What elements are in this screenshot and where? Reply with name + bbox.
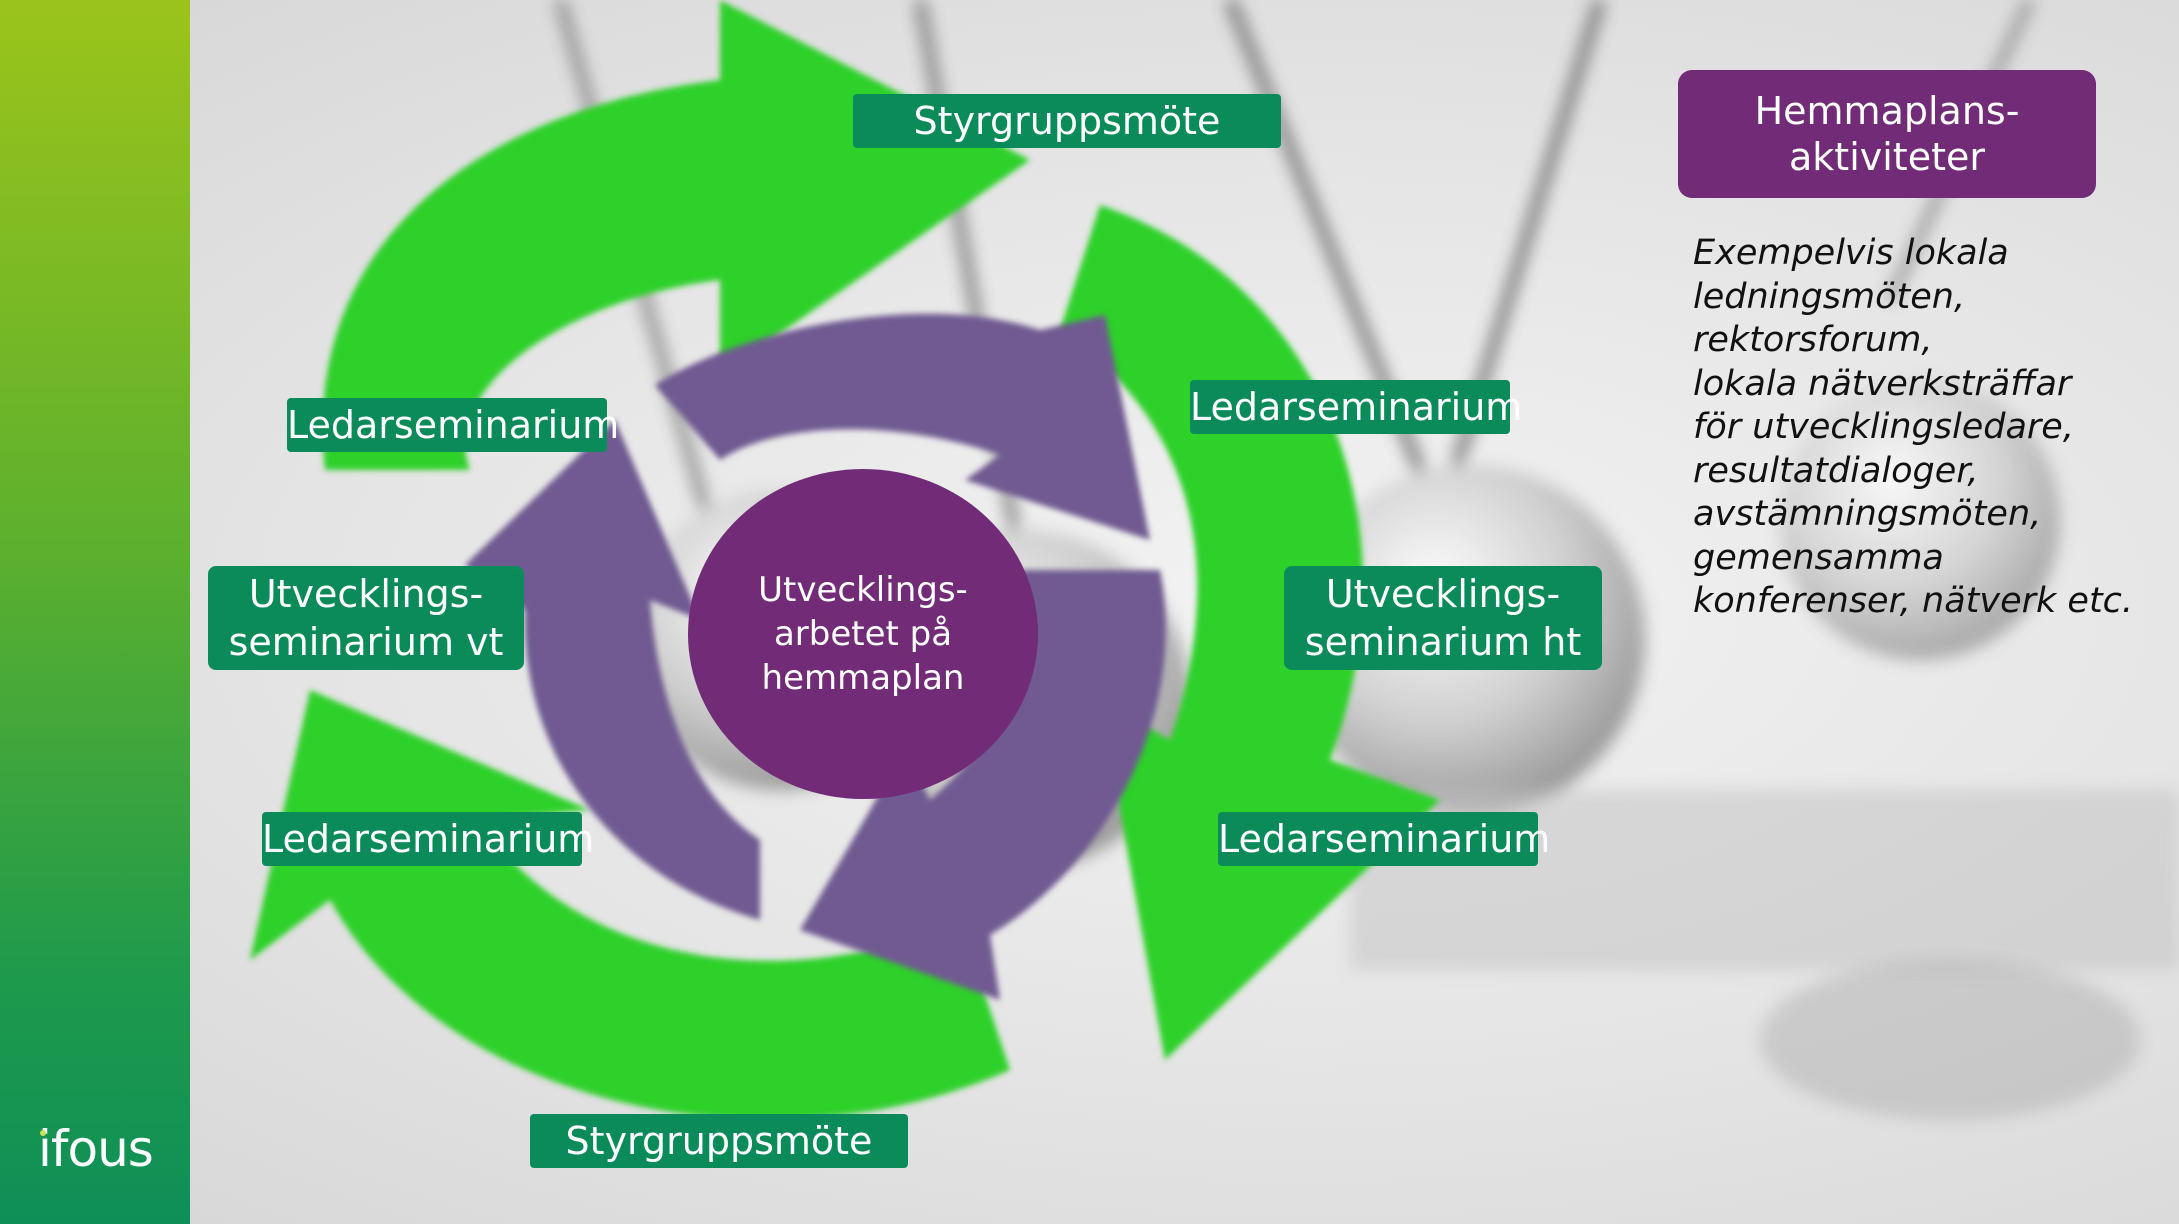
label-ledarseminarium-top-left: Ledarseminarium — [287, 398, 619, 452]
label-styrgruppsmote-bottom: Styrgruppsmöte — [530, 1114, 908, 1168]
ifous-logo: ifous — [38, 1120, 154, 1178]
example-line: konferenser, nätverk etc. — [1693, 581, 2134, 621]
purple-cycle-arrows — [465, 313, 1166, 1000]
center-line1: Utvecklings- — [758, 570, 968, 610]
label-ledarseminarium-bottom-right: Ledarseminarium — [1218, 812, 1550, 866]
example-line: ledningsmöten, — [1693, 276, 1966, 317]
example-line: avstämningsmöten, — [1693, 494, 2042, 534]
center-line3: hemmaplan — [761, 658, 965, 698]
purple-arrow-right — [800, 570, 1166, 1000]
purple-arrow-left — [465, 420, 760, 920]
sidebar-gradient — [0, 0, 190, 1224]
purple-arrow-top — [655, 313, 1150, 540]
hem-title-line1: Hemmaplans- — [1754, 89, 2020, 133]
hem-title-line2: aktiviteter — [1789, 135, 1985, 179]
example-line: lokala nätverksträffar — [1693, 363, 2072, 404]
utv-ht-line1: Utvecklings- — [1325, 572, 1561, 616]
label-utvecklingsseminarium-ht: Utvecklings- seminarium ht — [1284, 566, 1602, 670]
example-line: rektorsforum, — [1693, 320, 1933, 360]
logo-dot-icon — [40, 1130, 46, 1136]
example-line: för utvecklingsledare, — [1693, 407, 2074, 447]
label-utvecklingsseminarium-vt: Utvecklings- seminarium vt — [208, 566, 524, 670]
example-line: Exempelvis lokala — [1693, 233, 2009, 273]
utv-vt-line1: Utvecklings- — [248, 572, 484, 616]
hemmaplansaktiviteter-box: Hemmaplans- aktiviteter — [1678, 70, 2096, 198]
center-line2: arbetet på — [773, 614, 953, 654]
example-line: resultatdialoger, — [1693, 450, 1979, 491]
utv-vt-line2: seminarium vt — [228, 620, 504, 664]
label-styrgruppsmote-top: Styrgruppsmöte — [853, 94, 1281, 148]
green-arrow-bottom — [250, 690, 1010, 1120]
utv-ht-line2: seminarium ht — [1304, 620, 1582, 664]
example-line: gemensamma — [1693, 537, 1944, 578]
center-circle: Utvecklings- arbetet på hemmaplan — [688, 469, 1038, 799]
examples-text: Exempelvis lokala ledningsmöten, rektors… — [1693, 232, 2163, 624]
label-ledarseminarium-bottom-left: Ledarseminarium — [262, 812, 594, 866]
label-ledarseminarium-top-right: Ledarseminarium — [1190, 380, 1522, 434]
